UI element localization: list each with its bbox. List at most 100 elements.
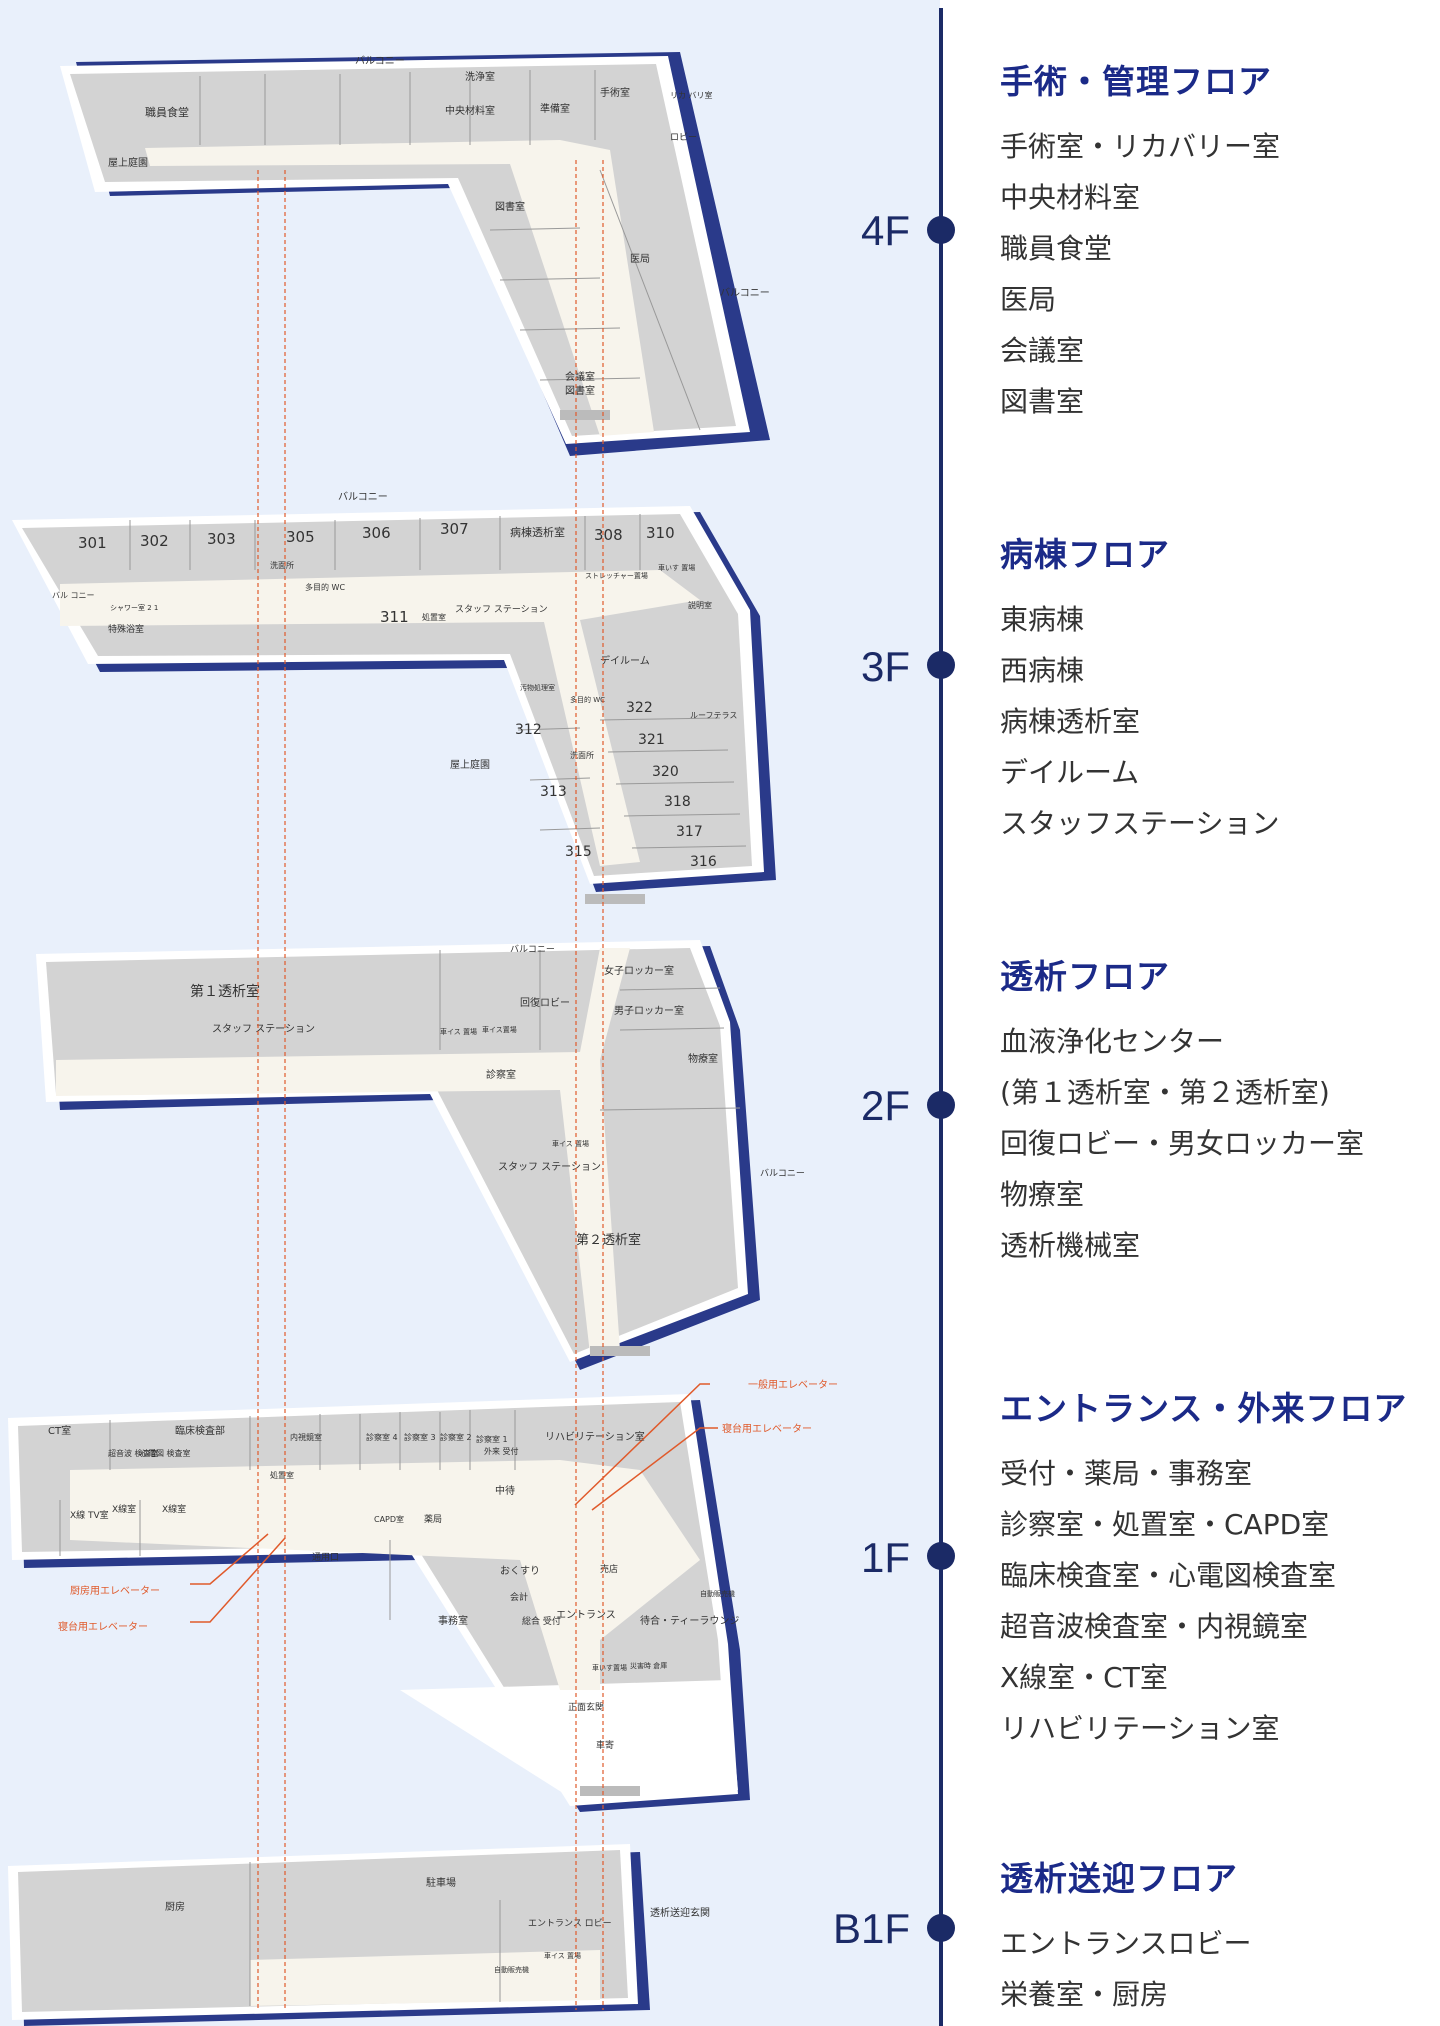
floor-item: 血液浄化センター [1000,1025,1225,1058]
f2-staff-station1: スタッフ ステーション [212,1023,315,1035]
f4-balcony-top: バルコニー [355,55,405,67]
floor-item: 職員食堂 [1000,232,1113,265]
f3-ward-dialysis: 病棟透析室 [510,525,565,539]
floor-item: エントランスロビー [1000,1927,1252,1960]
f2-wheelchair-a: 車イス 置場 [440,1027,477,1036]
floor-item: スタッフステーション [1000,807,1280,840]
f1-accounting: 会計 [510,1591,528,1603]
f4-library: 図書室 [495,200,525,213]
f1-lounge: 待合・ティーラウンジ [640,1614,739,1627]
f3-r322: 322 [626,700,653,716]
floor-label-1f: 1F [860,1534,910,1581]
f1-xray1: X線室 [112,1503,136,1515]
f1-clinical-lab: 臨床検査部 [175,1424,225,1437]
floor-item: (第１透析室・第２透析室) [1000,1076,1330,1109]
floor-title-4f: 手術・管理フロア [1000,62,1272,101]
b1-vending: 自動販売機 [494,1965,529,1974]
f3-dayroom: デイルーム [600,654,650,667]
timeline-line [939,8,943,2026]
floor-item: リハビリテーション室 [1000,1712,1280,1745]
f3-r317: 317 [676,824,703,840]
f1-xray2: X線室 [162,1503,186,1515]
f1-waiting-mid: 中待 [495,1484,515,1497]
timeline-dot-2f [927,1091,955,1119]
b1-entrance-lobby: エントランス ロビー [528,1918,612,1929]
f1-exam1: 診察室 1 [476,1434,508,1444]
f1-vending: 自動販売機 [700,1589,735,1598]
f4-meeting-1: 会議室 [565,370,595,383]
floor-item: 超音波検査室・内視鏡室 [1000,1610,1309,1643]
elevator-shafts [257,160,604,2010]
floor-item: 図書室 [1000,385,1085,418]
f3-washroom2: 洗面所 [570,750,594,760]
f4-balcony-side: バルコニー [720,287,770,299]
f3-r308: 308 [594,526,623,544]
floor-item: 病棟透析室 [1000,705,1141,738]
f3-balcony-side: バル コニー [52,591,95,600]
f2-physio: 物療室 [688,1052,718,1065]
plan-3f: バルコニー 301 302 303 305 306 307 病棟透析室 308 … [12,491,776,904]
f1-exam3: 診察室 3 [404,1432,436,1442]
f2-recovery-lobby: 回復ロビー [520,996,570,1009]
floor-info-b1f: 透析送迎フロア エントランスロビー 栄養室・厨房 [1000,1852,1440,2020]
floor-title-2f: 透析フロア [1000,957,1170,996]
f1-outpatient: 外来 受付 [484,1446,519,1456]
f1-rehab: リハビリテーション室 [545,1430,645,1443]
f4-staff-dining: 職員食堂 [145,105,189,119]
floor-info-4f: 手術・管理フロア 手術室・リカバリー室 中央材料室 職員食堂 医局 会議室 図書… [1000,55,1440,427]
f1-exam2: 診察室 2 [440,1432,472,1442]
f1-ecg: 心電図 検査室 [140,1448,191,1458]
floor-items-b1f: エントランスロビー 栄養室・厨房 [1000,1918,1440,2020]
b1-kitchen: 厨房 [165,1900,185,1913]
f4-rooftop: 屋上庭園 [108,156,148,169]
f1-pharmacy: 薬局 [424,1513,442,1525]
f1-exam4: 診察室 4 [366,1432,398,1442]
floor-info-3f: 病棟フロア 東病棟 西病棟 病棟透析室 デイルーム スタッフステーション [1000,528,1440,849]
f1-ct: CT室 [48,1424,71,1437]
plan-1f: 一般用エレベーター 寝台用エレベーター CT室 臨床検査部 超音波 検査室 心電… [8,1378,838,1812]
f3-r302: 302 [140,532,169,550]
plan-b1f: 厨房 駐車場 エントランス ロビー 透析送迎玄関 車イス 置場 自動販売機 [8,1844,710,2026]
f4-lobby: ロビー [670,132,697,143]
f3-r318: 318 [664,794,691,810]
b1-wheelchair: 車イス 置場 [544,1951,581,1960]
f1-callout-general-elev: 一般用エレベーター [748,1378,838,1391]
f2-male-locker: 男子ロッカー室 [614,1004,684,1017]
f3-shower: シャワー室 2 1 [110,603,158,612]
floor-item: 西病棟 [1000,654,1085,687]
floor-item: 東病棟 [1000,603,1085,636]
f3-r316: 316 [690,854,717,870]
f3-roof-terrace: ルーフテラス [690,711,737,720]
f1-wheelchair: 車いす置場 [592,1663,627,1672]
f3-multi-wc: 多目的 WC [305,582,345,592]
floor-items-2f: 血液浄化センター (第１透析室・第２透析室) 回復ロビー・男女ロッカー室 物療室… [1000,1016,1440,1271]
f1-disaster: 災害時 倉庫 [630,1661,667,1670]
f4-central-supply: 中央材料室 [445,104,495,117]
floor-item: 回復ロビー・男女ロッカー室 [1000,1127,1365,1160]
f3-r306: 306 [362,524,391,542]
f1-office: 事務室 [438,1614,468,1627]
floor-label-3f: 3F [860,643,910,690]
f3-r310: 310 [646,524,675,542]
f3-r307: 307 [440,520,469,538]
plan-4f: バルコニー 洗浄室 職員食堂 中央材料室 準備室 手術室 リカ バリ室 ロビー … [60,52,770,456]
f3-washroom: 洗面所 [270,560,294,570]
f1-kiosk: 売店 [600,1563,618,1575]
f2-staff-station2: スタッフ ステーション [498,1161,601,1173]
f3-r311: 311 [380,608,409,626]
floor-items-3f: 東病棟 西病棟 病棟透析室 デイルーム スタッフステーション [1000,594,1440,849]
f3-r320: 320 [652,764,679,780]
floor-label-2f: 2F [860,1082,910,1129]
floor-title-3f: 病棟フロア [1000,535,1170,574]
timeline-dot-4f [927,216,955,244]
f1-entrance: エントランス [556,1609,616,1621]
f3-r301: 301 [78,534,107,552]
floor-item: 診察室・処置室・CAPD室 [1000,1508,1330,1541]
f3-stretcher: ストレッチャー置場 [585,571,648,580]
f1-ultrasound: 超音波 検査室 [108,1448,159,1458]
f3-r315: 315 [565,844,592,860]
f1-xray-tv: X線 TV室 [70,1509,109,1521]
floor-item: 手術室・リカバリー室 [1000,130,1281,163]
floor-info-1f: エントランス・外来フロア 受付・薬局・事務室 診察室・処置室・CAPD室 臨床検… [1000,1382,1440,1754]
